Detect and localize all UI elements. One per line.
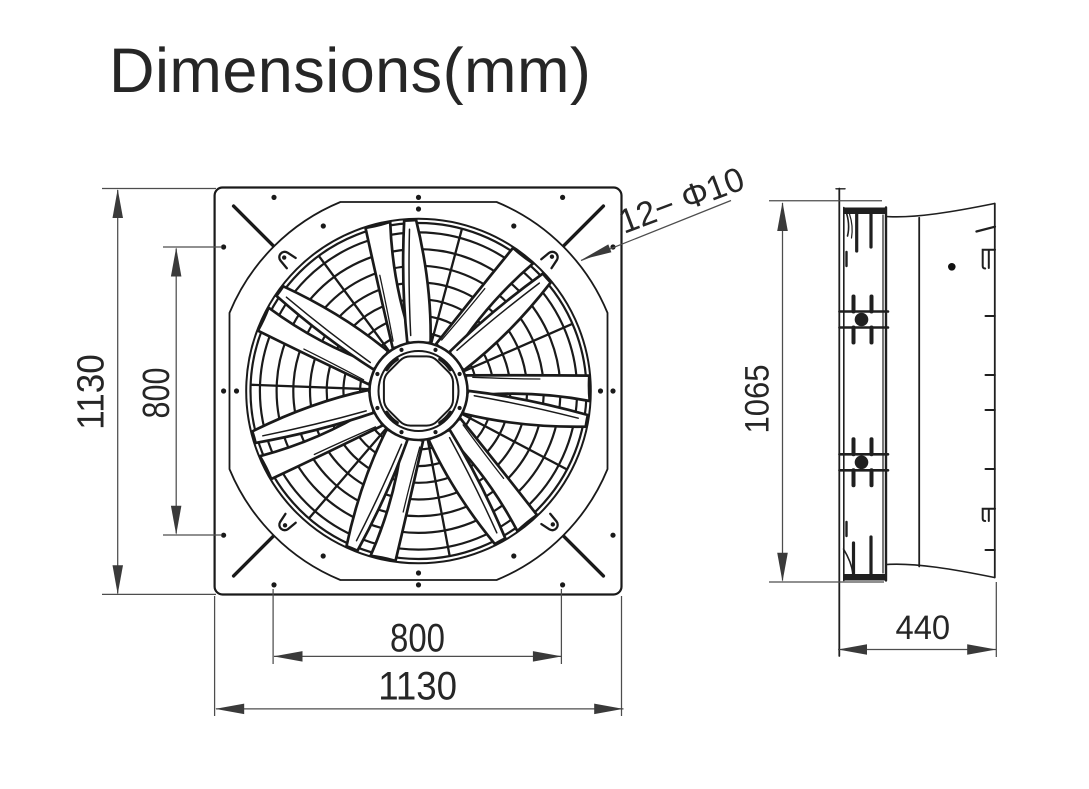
svg-text:1065: 1065	[738, 364, 776, 433]
svg-text:Dimensions(mm): Dimensions(mm)	[109, 36, 591, 106]
svg-text:800: 800	[390, 617, 445, 661]
svg-text:1130: 1130	[378, 664, 457, 708]
svg-text:1130: 1130	[71, 354, 113, 429]
svg-text:800: 800	[136, 368, 178, 419]
svg-text:440: 440	[896, 609, 951, 647]
